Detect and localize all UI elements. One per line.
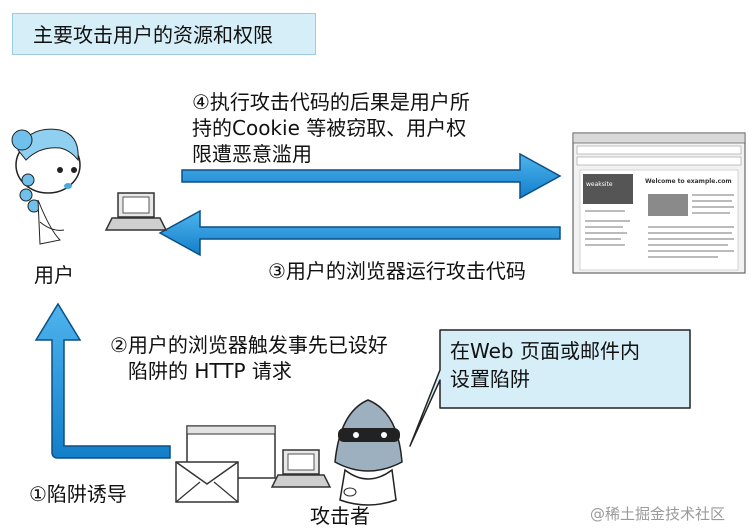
step4-line1: ④执行攻击代码的后果是用户所 xyxy=(192,90,470,114)
laptop-icon xyxy=(104,192,168,231)
attacker-label: 攻击者 xyxy=(310,504,370,528)
arrow-step1 xyxy=(34,302,171,459)
step2-line1: ②用户的浏览器触发事先已设好 xyxy=(110,333,388,357)
step3-text: ③用户的浏览器运行攻击代码 xyxy=(268,259,526,283)
step4-line3: 限遭恶意滥用 xyxy=(192,142,312,166)
attacker-character-icon xyxy=(334,399,403,506)
step2-line2: 陷阱的 HTTP 请求 xyxy=(128,359,292,383)
user-label: 用户 xyxy=(34,263,74,287)
arrow-step3 xyxy=(158,209,561,257)
callout-bubble xyxy=(409,329,691,447)
step4-text: ④执行攻击代码的后果是用户所 持的Cookie 等被窃取、用户权 限遭恶意滥用 xyxy=(192,89,470,167)
user-character-icon xyxy=(11,128,81,245)
browser-site-logo: weaksite xyxy=(586,181,613,188)
step4-line2: 持的Cookie 等被窃取、用户权 xyxy=(192,116,467,140)
browser-window-icon xyxy=(572,132,746,274)
step1-text: ①陷阱诱导 xyxy=(29,482,127,506)
watermark: @稀土掘金技术社区 xyxy=(590,505,726,523)
callout-line2: 设置陷阱 xyxy=(450,367,530,391)
browser-welcome-text: Welcome to example.com xyxy=(645,178,732,185)
arrow-step4 xyxy=(181,152,562,200)
callout-text: 在Web 页面或邮件内 设置陷阱 xyxy=(450,337,690,393)
diagram-title: 主要攻击用户的资源和权限 xyxy=(12,13,316,55)
email-envelope-icon xyxy=(175,425,276,503)
step2-text: ②用户的浏览器触发事先已设好 陷阱的 HTTP 请求 xyxy=(110,332,388,384)
callout-line1: 在Web 页面或邮件内 xyxy=(450,339,640,363)
attacker-laptop-icon xyxy=(270,449,332,488)
